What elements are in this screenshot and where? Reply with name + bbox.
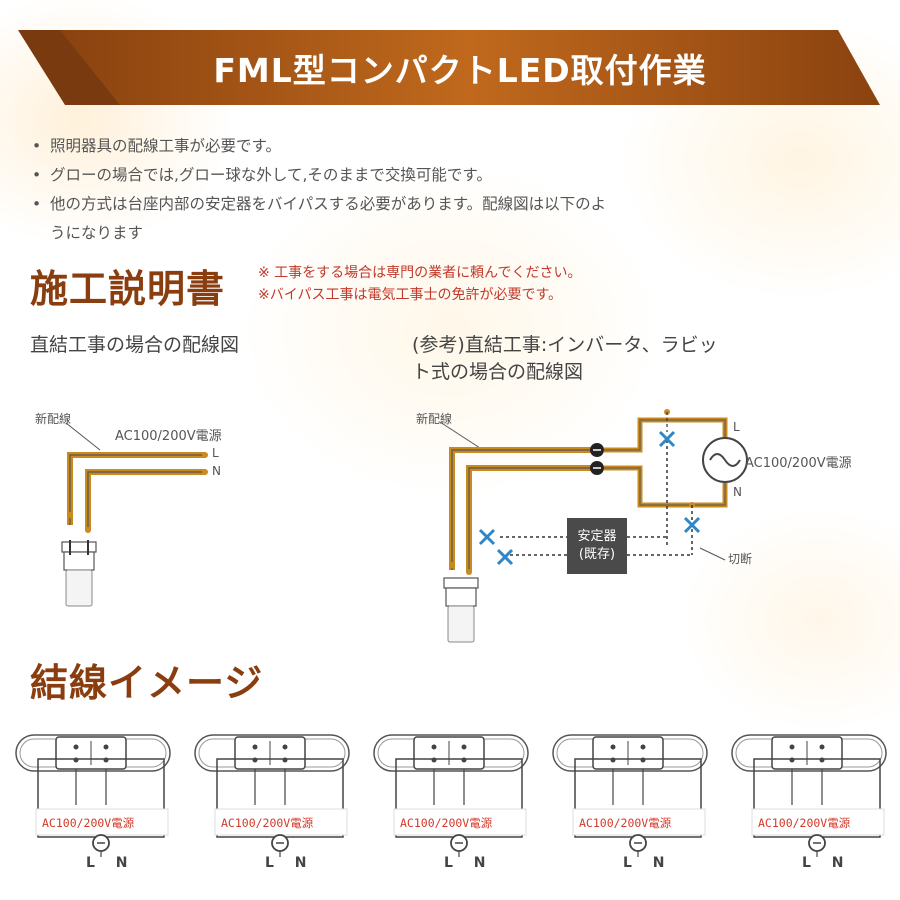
warning-line: ※バイパス工事は電気工事士の免許が必要です。 (258, 287, 563, 303)
wiring-unit (194, 734, 350, 857)
wiring-unit (552, 734, 708, 857)
ballast-box (567, 518, 627, 574)
warning-notes: ※ 工事をする場合は専門の業者に頼んでください。 ※バイパス工事は電気工事士の免… (258, 262, 581, 306)
ballast-note: (既存) (578, 547, 616, 562)
bullet-icon: • (32, 166, 42, 184)
n-label: N (212, 464, 221, 478)
power-label: AC100/200V電源 (745, 456, 852, 471)
ballast-label: 安定器 (既存) (567, 528, 627, 564)
lamp-base (447, 605, 475, 643)
wire-l-core (69, 454, 205, 525)
note-text: 他の方式は台座内部の安定器をバイパスする必要があります。配線図は以下のよ (50, 195, 607, 213)
left-diagram-heading: 直結工事の場合の配線図 (30, 334, 240, 356)
lamp-base (65, 569, 93, 607)
l-label: L (212, 446, 219, 460)
right-heading-line: (参考)直結工事:インバータ、ラビッ (412, 334, 718, 356)
unit-power-label: AC100/200V電源 (221, 816, 314, 830)
pin (431, 744, 437, 750)
right-diagram-heading: (参考)直結工事:インバータ、ラビッ ト式の場合の配線図 (412, 332, 718, 386)
power-label: AC100/200V電源 (115, 429, 222, 444)
wiring-unit (731, 734, 887, 857)
wire-n-core (87, 471, 205, 530)
ballast-name: 安定器 (577, 529, 617, 544)
unit-power-label: AC100/200V電源 (42, 816, 135, 830)
socket-body (63, 551, 95, 571)
new-wiring-label: 新配線 (416, 412, 453, 426)
notes-list: • 照明器具の配線工事が必要です。 • グローの場合では,グロー球な外して,そのまま… (30, 132, 770, 248)
power-tag (393, 808, 527, 836)
wire-n (85, 469, 205, 530)
wiring-unit (373, 734, 529, 857)
power-tag (751, 808, 885, 836)
unit-ln-label: L N (623, 855, 673, 871)
banner-shape (18, 30, 880, 105)
socket-top (61, 541, 97, 553)
unit-ln-label: L N (444, 855, 494, 871)
note-item: • グローの場合では,グロー球な外して,そのままで交換可能です。 (30, 161, 770, 190)
pin (461, 744, 467, 750)
note-item: • 照明器具の配線工事が必要です。 (30, 132, 770, 161)
cut-label: 切断 (728, 552, 753, 566)
socket-terminal (85, 527, 91, 533)
power-tag (35, 808, 169, 836)
unit-ln-label: L N (265, 855, 315, 871)
unit-power-label: AC100/200V電源 (579, 816, 672, 830)
instructions-title: 施工説明書 (30, 267, 226, 311)
note-item-continuation: うになります (30, 219, 770, 248)
banner-title: FML型コンパクトLED取付作業 (213, 51, 707, 90)
pin (252, 744, 258, 750)
new-wiring-label: 新配線 (35, 412, 72, 426)
power-tag (572, 808, 706, 836)
wiring-image-units (15, 734, 887, 857)
note-text: 照明器具の配線工事が必要です。 (50, 137, 281, 155)
unit-ln-label: L N (802, 855, 852, 871)
socket-body (445, 587, 477, 607)
left-wiring-diagram (61, 422, 208, 607)
bullet-icon: • (32, 137, 42, 155)
pin (610, 744, 616, 750)
terminal-l (202, 452, 208, 458)
socket-top (443, 577, 479, 589)
pin (789, 744, 795, 750)
pin (640, 744, 646, 750)
cut-marks (478, 430, 701, 566)
l-label: L (733, 420, 740, 434)
unit-power-label: AC100/200V電源 (400, 816, 493, 830)
unit-power-label: AC100/200V電源 (758, 816, 851, 830)
wiring-unit (15, 734, 171, 857)
pin (73, 744, 79, 750)
pin (819, 744, 825, 750)
right-wiring-diagram (439, 409, 748, 643)
wiring-image-title: 結線イメージ (30, 661, 264, 705)
warning-line: ※ 工事をする場合は専門の業者に頼んでください。 (258, 265, 582, 281)
socket-terminal (67, 512, 73, 518)
note-text: グローの場合では,グロー球な外して,そのままで交換可能です。 (50, 166, 492, 184)
pin (282, 744, 288, 750)
unit-ln-label: L N (86, 855, 136, 871)
leader-line (439, 421, 481, 449)
bullet-icon: • (32, 195, 42, 213)
right-heading-line: ト式の場合の配線図 (412, 361, 584, 383)
n-label: N (733, 485, 742, 499)
note-item: • 他の方式は台座内部の安定器をバイパスする必要があります。配線図は以下のよ (30, 190, 770, 219)
terminal-n (202, 469, 208, 475)
note-text: うになります (50, 224, 144, 242)
title-banner: FML型コンパクトLED取付作業 (0, 0, 900, 125)
pin (103, 744, 109, 750)
leader-line (65, 422, 101, 451)
